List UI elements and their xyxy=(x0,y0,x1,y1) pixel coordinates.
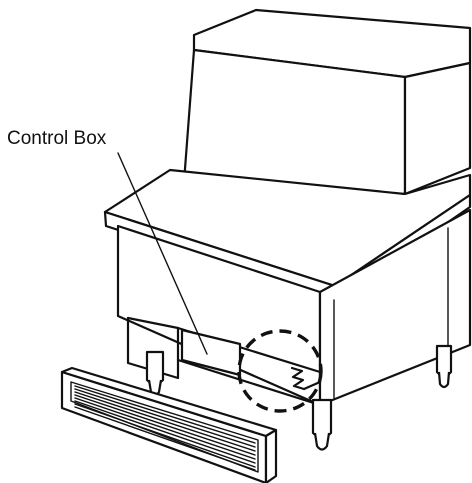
control-box-leader-line xyxy=(117,152,208,355)
leg-front-right xyxy=(435,344,453,389)
spring-clip xyxy=(290,366,322,391)
machine-head xyxy=(182,8,472,196)
leg-front-left xyxy=(145,350,165,397)
control-box-label: Control Box xyxy=(7,128,107,149)
front-panel-grille xyxy=(60,366,278,483)
leg-front-center xyxy=(311,398,333,451)
highlight-circle xyxy=(237,329,323,413)
